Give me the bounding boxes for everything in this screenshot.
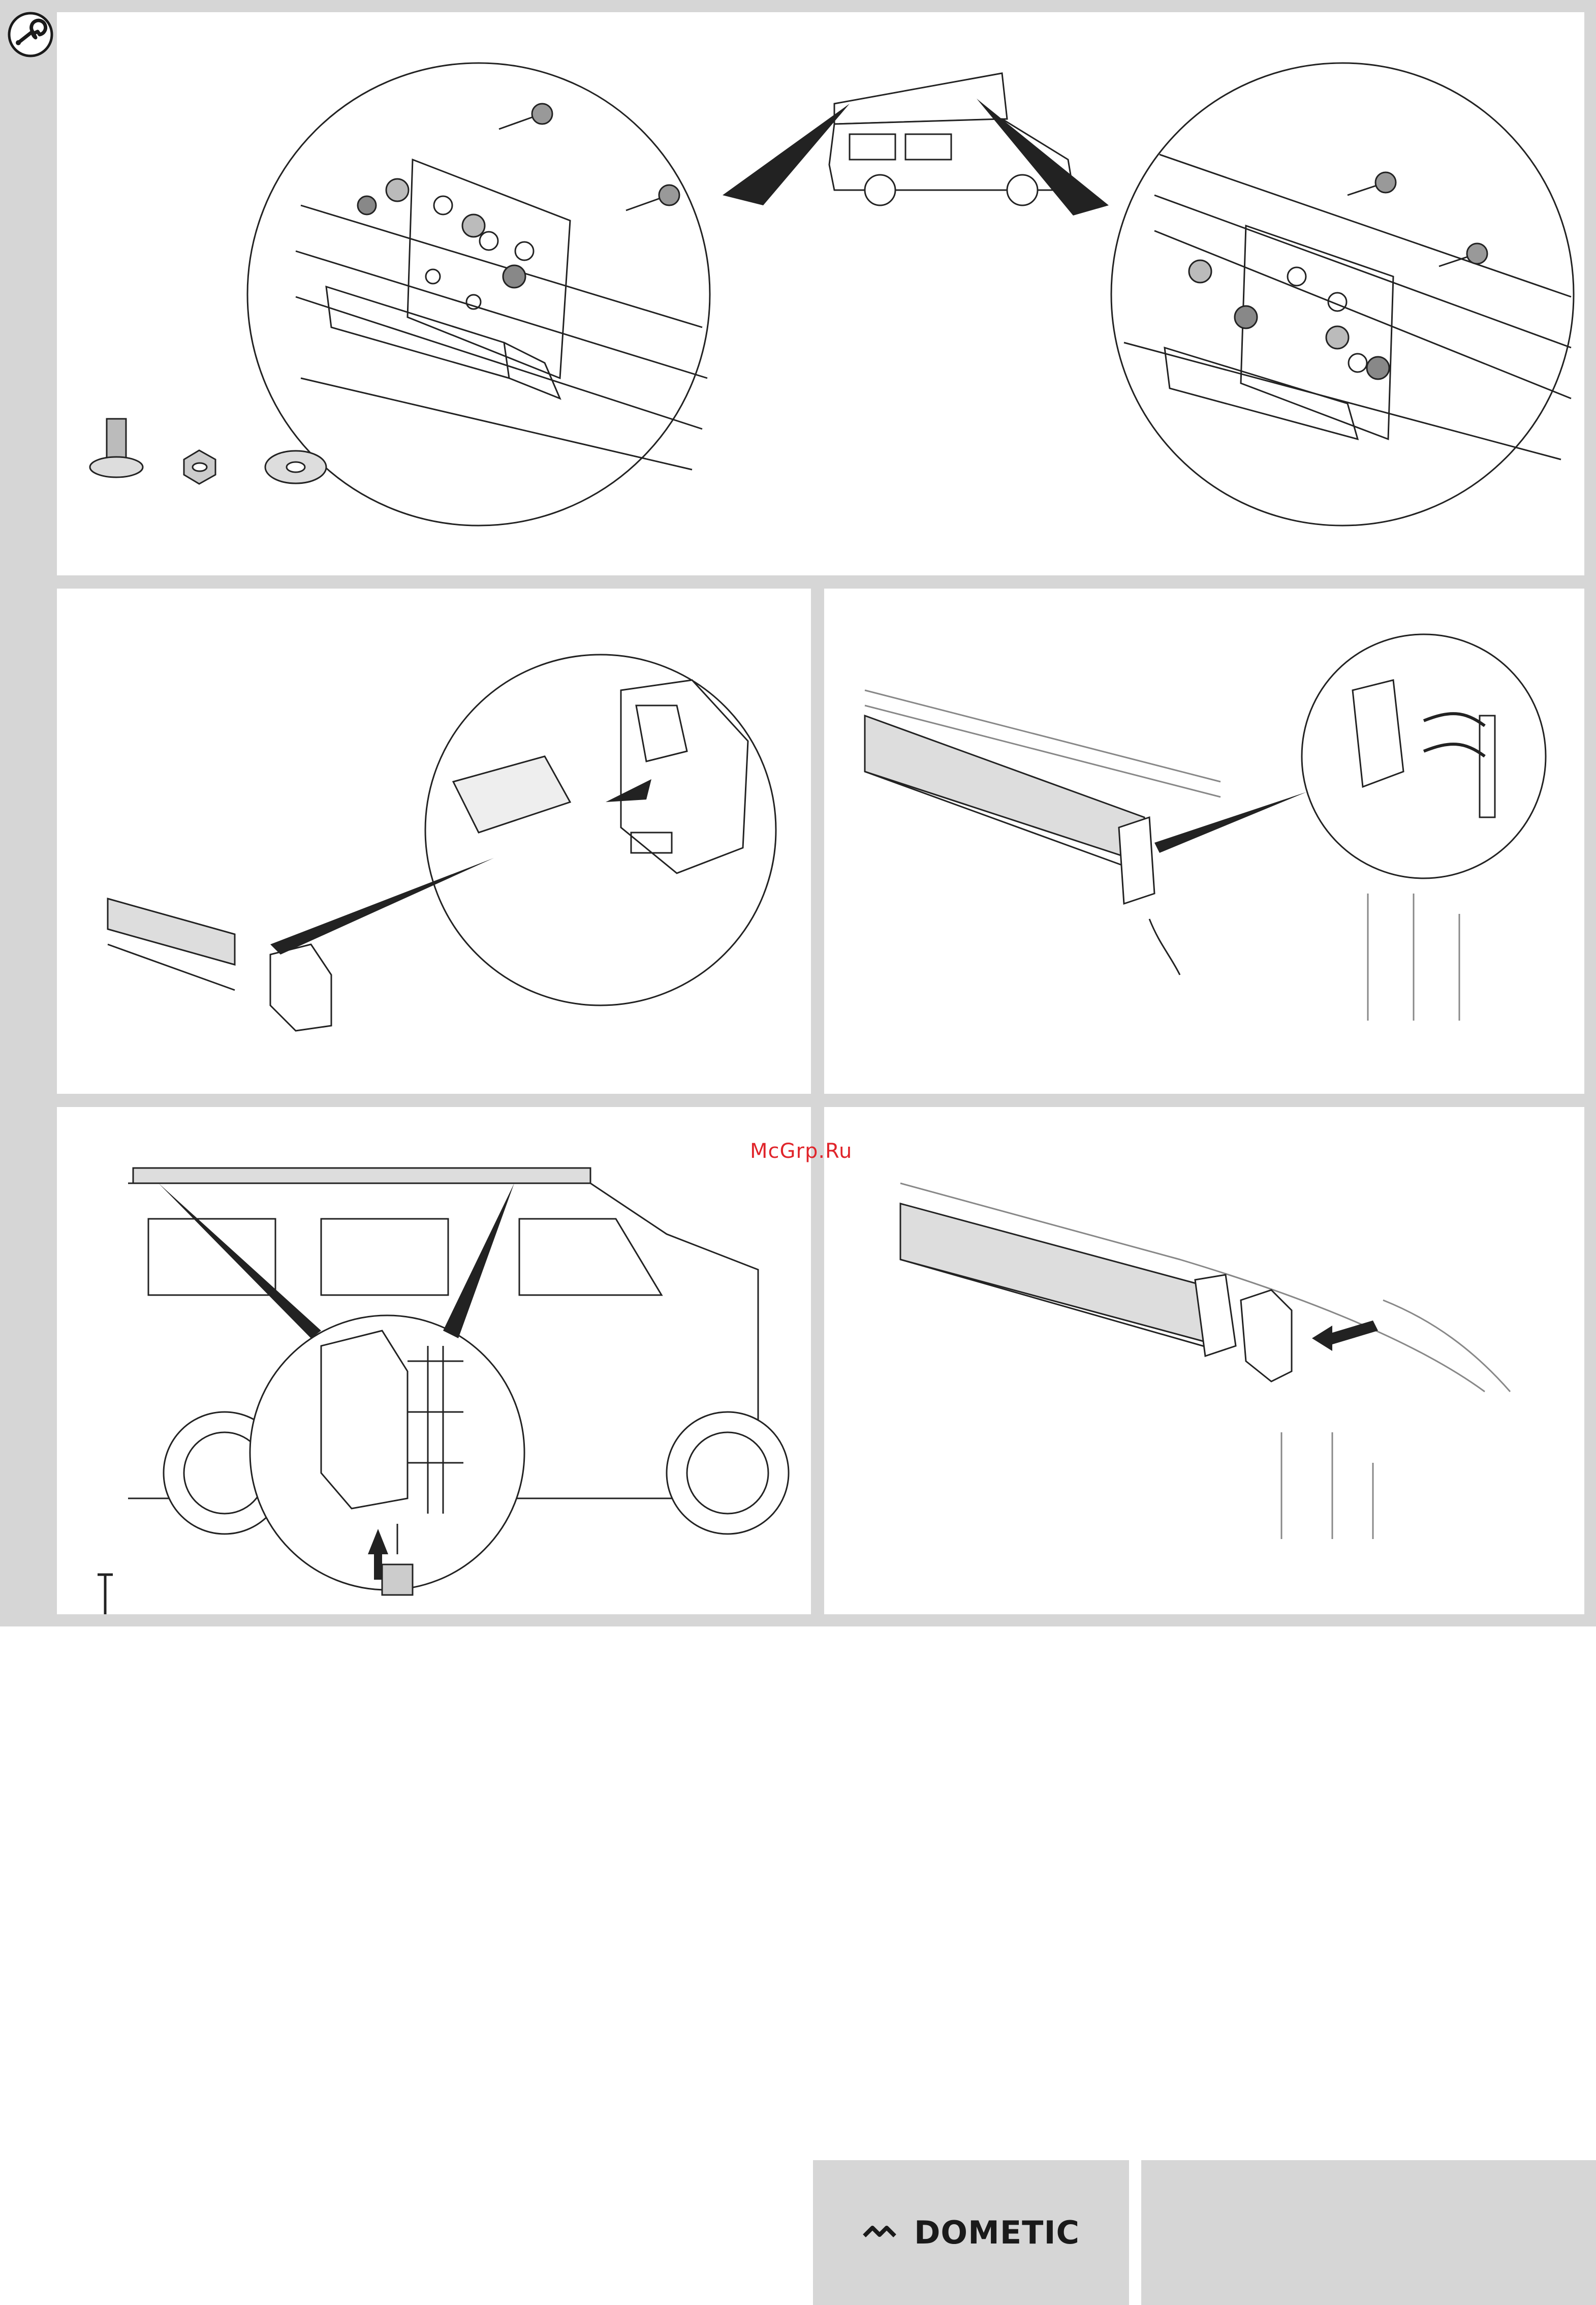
figure-3-drawing (824, 589, 1584, 1094)
figure-4-drawing (57, 1107, 811, 1614)
dometic-logo: DOMETIC (813, 2160, 1129, 2305)
figure-4-panel (57, 1107, 811, 1614)
figure-3-panel (824, 589, 1584, 1094)
wrench-icon (7, 11, 54, 58)
footer-blank-box (1141, 2160, 1596, 2305)
figure-5-panel (824, 1107, 1584, 1614)
figure-2-drawing (57, 589, 811, 1094)
figure-1-drawing (57, 12, 1584, 575)
footer-logo-box: DOMETIC (813, 2160, 1129, 2305)
figure-1-panel (57, 12, 1584, 575)
figure-2-panel (57, 589, 811, 1094)
watermark: McGrp.Ru (750, 1140, 852, 1163)
figure-5-drawing (824, 1107, 1584, 1614)
logo-text: DOMETIC (914, 2214, 1080, 2251)
dometic-chevron-icon (862, 2222, 906, 2244)
